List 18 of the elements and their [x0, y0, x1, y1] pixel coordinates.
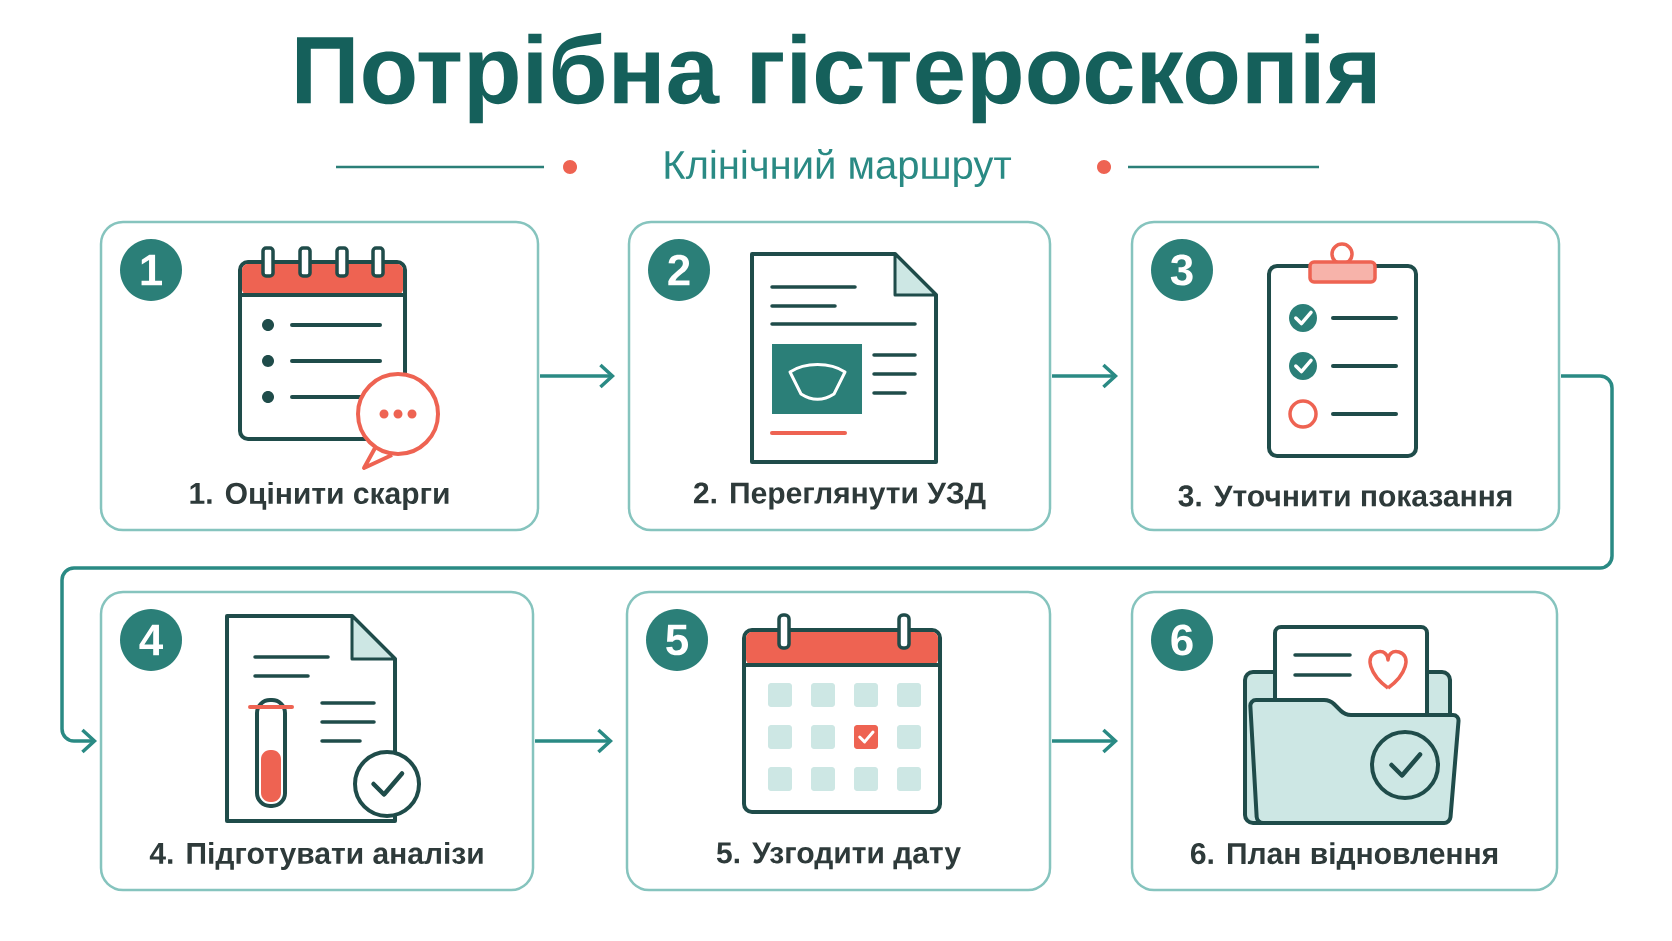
number-badge: 1 [120, 239, 182, 301]
step-label: 2. Переглянути УЗД [693, 482, 986, 510]
arrow [60, 374, 1614, 754]
arrow [1052, 363, 1118, 389]
arrow [540, 363, 615, 389]
number-badge: 2 [648, 239, 710, 301]
step-label: 4. Підготувати аналізи [149, 842, 483, 870]
step-label: 6. План відновлення [1190, 842, 1498, 870]
number-badge: 4 [120, 609, 182, 671]
number-badge: 3 [1151, 239, 1213, 301]
number-badge: 5 [646, 609, 708, 671]
step-label: 3. Уточнити показання [1178, 485, 1512, 507]
number-badge: 6 [1151, 609, 1213, 671]
title: Потрібна гістероскопія [297, 32, 1375, 124]
arrow [535, 728, 613, 754]
arrow [1052, 728, 1118, 754]
step-label: 5. Узгодити дату [716, 842, 961, 870]
step-label: 1. Оцінити скарги [190, 482, 449, 510]
